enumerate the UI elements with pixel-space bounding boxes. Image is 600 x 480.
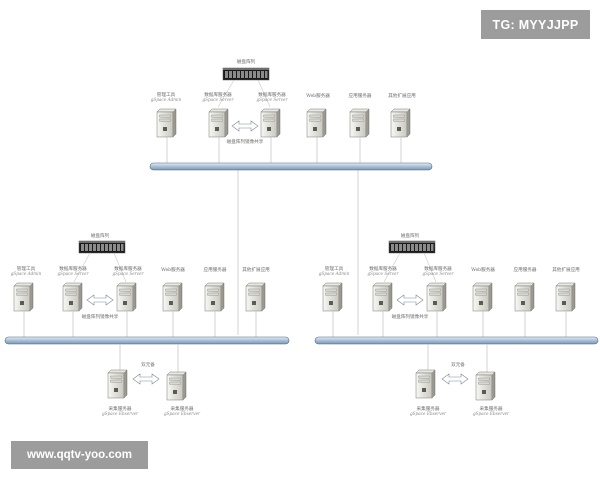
server-icon	[390, 108, 411, 138]
mirror-arrow-icon	[396, 294, 424, 306]
app-label: 应用服务器	[204, 266, 227, 273]
manage-sub-label: gSpace Admin	[319, 271, 350, 276]
backup-label: 双元备	[141, 361, 155, 368]
collect-server-icon	[415, 369, 436, 399]
collect-server-icon	[107, 369, 128, 399]
db-label: 数据库服务器	[59, 265, 87, 272]
collect-label: 采集服务器	[171, 405, 194, 412]
manage-label: 管理工具	[17, 265, 36, 272]
server-icon	[349, 108, 370, 138]
server-icon	[426, 282, 447, 312]
backup-label: 双元备	[451, 361, 465, 368]
collect-server-icon	[475, 371, 496, 401]
manage-label: 管理工具	[325, 265, 344, 272]
app-label: 应用服务器	[514, 266, 537, 273]
server-icon	[62, 282, 83, 312]
app-label: 应用服务器	[349, 92, 372, 99]
storage-label: 磁盘阵列	[237, 58, 256, 65]
right-cluster: 磁盘阵列 管理工具 gSpace Admin 数据库服务器 gSpace Ser…	[314, 232, 599, 416]
mirror-arrow-icon	[86, 294, 114, 306]
storage-array-icon	[388, 240, 436, 254]
collect-sub-label: gSpace Ebserver	[164, 411, 201, 416]
manage-sub-label: gSpace Admin	[151, 97, 182, 102]
db-label: 数据库服务器	[424, 265, 452, 272]
collect-server-icon	[166, 371, 187, 401]
storage-array-icon	[78, 240, 126, 254]
storage-label: 磁盘阵列	[401, 232, 420, 239]
server-icon	[13, 282, 34, 312]
db-label: 数据库服务器	[369, 265, 397, 272]
network-bus	[314, 336, 599, 345]
manage-label: 管理工具	[157, 91, 176, 98]
collect-label: 采集服务器	[109, 405, 132, 412]
db-sub-label: gSpace Server	[422, 271, 454, 276]
shared-label: 磁盘阵列镜像共享	[227, 138, 264, 145]
collect-sub-label: gSpace Ebserver	[473, 411, 510, 416]
server-icon	[208, 108, 229, 138]
web-label: Web服务器	[161, 266, 185, 273]
server-icon	[162, 282, 183, 312]
server-icon	[156, 108, 177, 138]
db-sub-label: gSpace Server	[112, 271, 144, 276]
server-icon	[245, 282, 266, 312]
server-icon	[555, 282, 576, 312]
network-bus	[149, 162, 433, 171]
db-sub-label: gSpace Server	[256, 97, 288, 102]
db-label: 数据库服务器	[258, 91, 286, 98]
storage-label: 磁盘阵列	[91, 232, 110, 239]
collect-sub-label: gSpace Ebserver	[102, 411, 139, 416]
manage-sub-label: gSpace Admin	[11, 271, 42, 276]
top-cluster: 磁盘阵列 管理工具 gSpace Admin 数据库服务器 gSpace Ser…	[149, 58, 433, 335]
backup-arrow-icon	[132, 373, 160, 385]
db-sub-label: gSpace Server	[57, 271, 89, 276]
shared-label: 磁盘阵列镜像共享	[392, 313, 429, 320]
db-label: 数据库服务器	[114, 265, 142, 272]
server-icon	[306, 108, 327, 138]
ext-label: 其他扩展应用	[552, 266, 580, 273]
web-label: Web服务器	[306, 92, 330, 99]
ext-label: 其他扩展应用	[242, 266, 270, 273]
shared-label: 磁盘阵列镜像共享	[82, 313, 119, 320]
server-icon	[514, 282, 535, 312]
network-bus	[4, 336, 290, 345]
ext-label: 其他扩展应用	[388, 92, 416, 99]
collect-sub-label: gSpace Ebserver	[410, 411, 447, 416]
watermark-top-badge: TG: MYYJJPP	[481, 10, 590, 39]
web-label: Web服务器	[471, 266, 495, 273]
server-icon	[322, 282, 343, 312]
db-sub-label: gSpace Server	[367, 271, 399, 276]
storage-array-icon	[222, 67, 270, 81]
left-cluster: 磁盘阵列 管理工具 gSpace Admin 数据库服务器 gSpace Ser…	[4, 232, 290, 416]
server-icon	[260, 108, 281, 138]
backup-arrow-icon	[441, 373, 469, 385]
db-label: 数据库服务器	[204, 91, 232, 98]
server-icon	[472, 282, 493, 312]
server-icon	[372, 282, 393, 312]
watermark-url-badge: www.qqtv-yoo.com	[11, 441, 148, 469]
server-icon	[204, 282, 225, 312]
collect-label: 采集服务器	[417, 405, 440, 412]
collect-label: 采集服务器	[480, 405, 503, 412]
mirror-arrow-icon	[231, 120, 259, 132]
db-sub-label: gSpace Server	[202, 97, 234, 102]
server-icon	[116, 282, 137, 312]
